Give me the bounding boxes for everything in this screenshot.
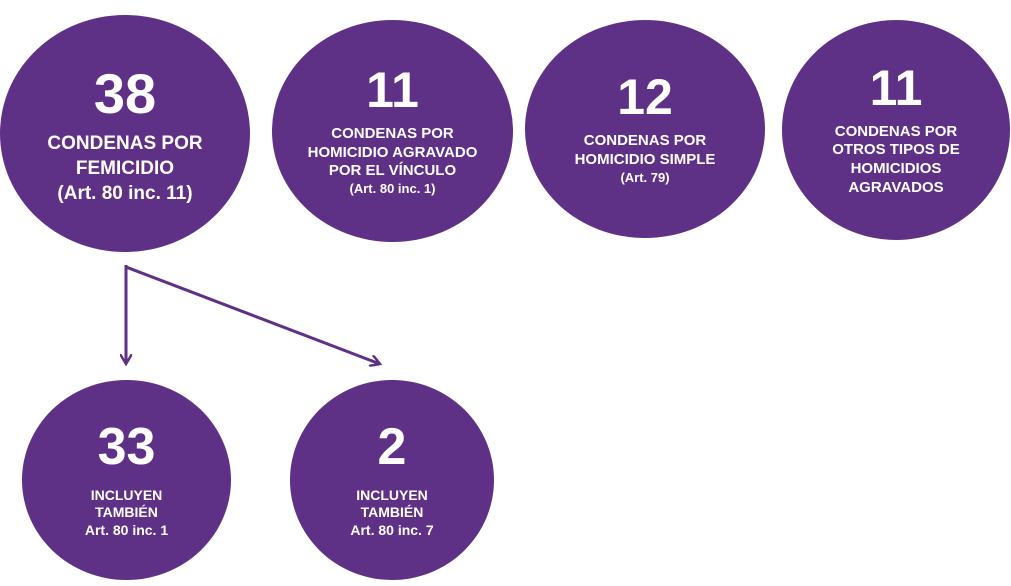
label-incluyen-inc1: INCLUYEN TAMBIÉN Art. 80 inc. 1 — [85, 487, 168, 540]
label-femicidio: CONDENAS POR FEMICIDIO (Art. 80 inc. 11) — [47, 132, 202, 206]
label-line: AGRAVADOS — [848, 178, 944, 196]
label-line: OTROS TIPOS DE — [832, 141, 960, 159]
label-line: INCLUYEN — [90, 486, 163, 503]
count-incluyen-inc1: 33 — [97, 417, 156, 476]
count-femicidio: 38 — [93, 62, 157, 126]
label-line: INCLUYEN — [356, 486, 428, 503]
count-homicidio-simple: 12 — [617, 69, 673, 126]
circle-homicidio-simple: 12 CONDENAS POR HOMICIDIO SIMPLE (Art. 7… — [525, 20, 765, 238]
label-line: (Art. 79) — [620, 169, 670, 185]
label-line: HOMICIDIO SIMPLE — [574, 150, 716, 168]
label-line: TAMBIÉN — [95, 504, 158, 521]
circle-femicidio: 38 CONDENAS POR FEMICIDIO (Art. 80 inc. … — [0, 15, 250, 252]
label-homicidio-simple: CONDENAS POR HOMICIDIO SIMPLE (Art. 79) — [575, 132, 716, 186]
count-otros-agravados: 11 — [869, 59, 923, 116]
label-line: POR EL VÍNCULO — [328, 162, 457, 180]
label-line: (Art. 80 inc. 11) — [57, 182, 193, 204]
count-incluyen-inc7: 2 — [377, 417, 407, 476]
circle-homicidio-vinculo: 11 CONDENAS POR HOMICIDIO AGRAVADO POR E… — [272, 20, 513, 242]
label-incluyen-inc7: INCLUYEN TAMBIÉN Art. 80 inc. 7 — [350, 487, 433, 540]
label-line: (Art. 80 inc. 1) — [349, 181, 436, 196]
label-line: TAMBIÉN — [360, 504, 424, 521]
arrow-to-incluyen-inc7 — [125, 265, 380, 364]
count-homicidio-vinculo: 11 — [366, 61, 419, 118]
label-homicidio-vinculo: CONDENAS POR HOMICIDIO AGRAVADO POR EL V… — [308, 125, 478, 198]
label-line: Art. 80 inc. 1 — [84, 521, 169, 538]
label-otros-agravados: CONDENAS POR OTROS TIPOS DE HOMICIDIOS A… — [832, 123, 960, 198]
circle-incluyen-inc1: 33 INCLUYEN TAMBIÉN Art. 80 inc. 1 — [22, 380, 231, 580]
label-line: HOMICIDIO AGRAVADO — [307, 143, 478, 161]
circle-otros-agravados: 11 CONDENAS POR OTROS TIPOS DE HOMICIDIO… — [782, 20, 1010, 240]
label-line: FEMICIDIO — [75, 158, 175, 180]
label-line: HOMICIDIOS — [850, 160, 942, 177]
label-line: CONDENAS POR — [583, 132, 707, 150]
circle-incluyen-inc7: 2 INCLUYEN TAMBIÉN Art. 80 inc. 7 — [290, 380, 494, 580]
label-line: CONDENAS POR — [47, 133, 203, 155]
label-line: CONDENAS POR — [834, 122, 958, 140]
label-line: CONDENAS POR — [331, 124, 454, 142]
label-line: Art. 80 inc. 7 — [350, 521, 434, 538]
